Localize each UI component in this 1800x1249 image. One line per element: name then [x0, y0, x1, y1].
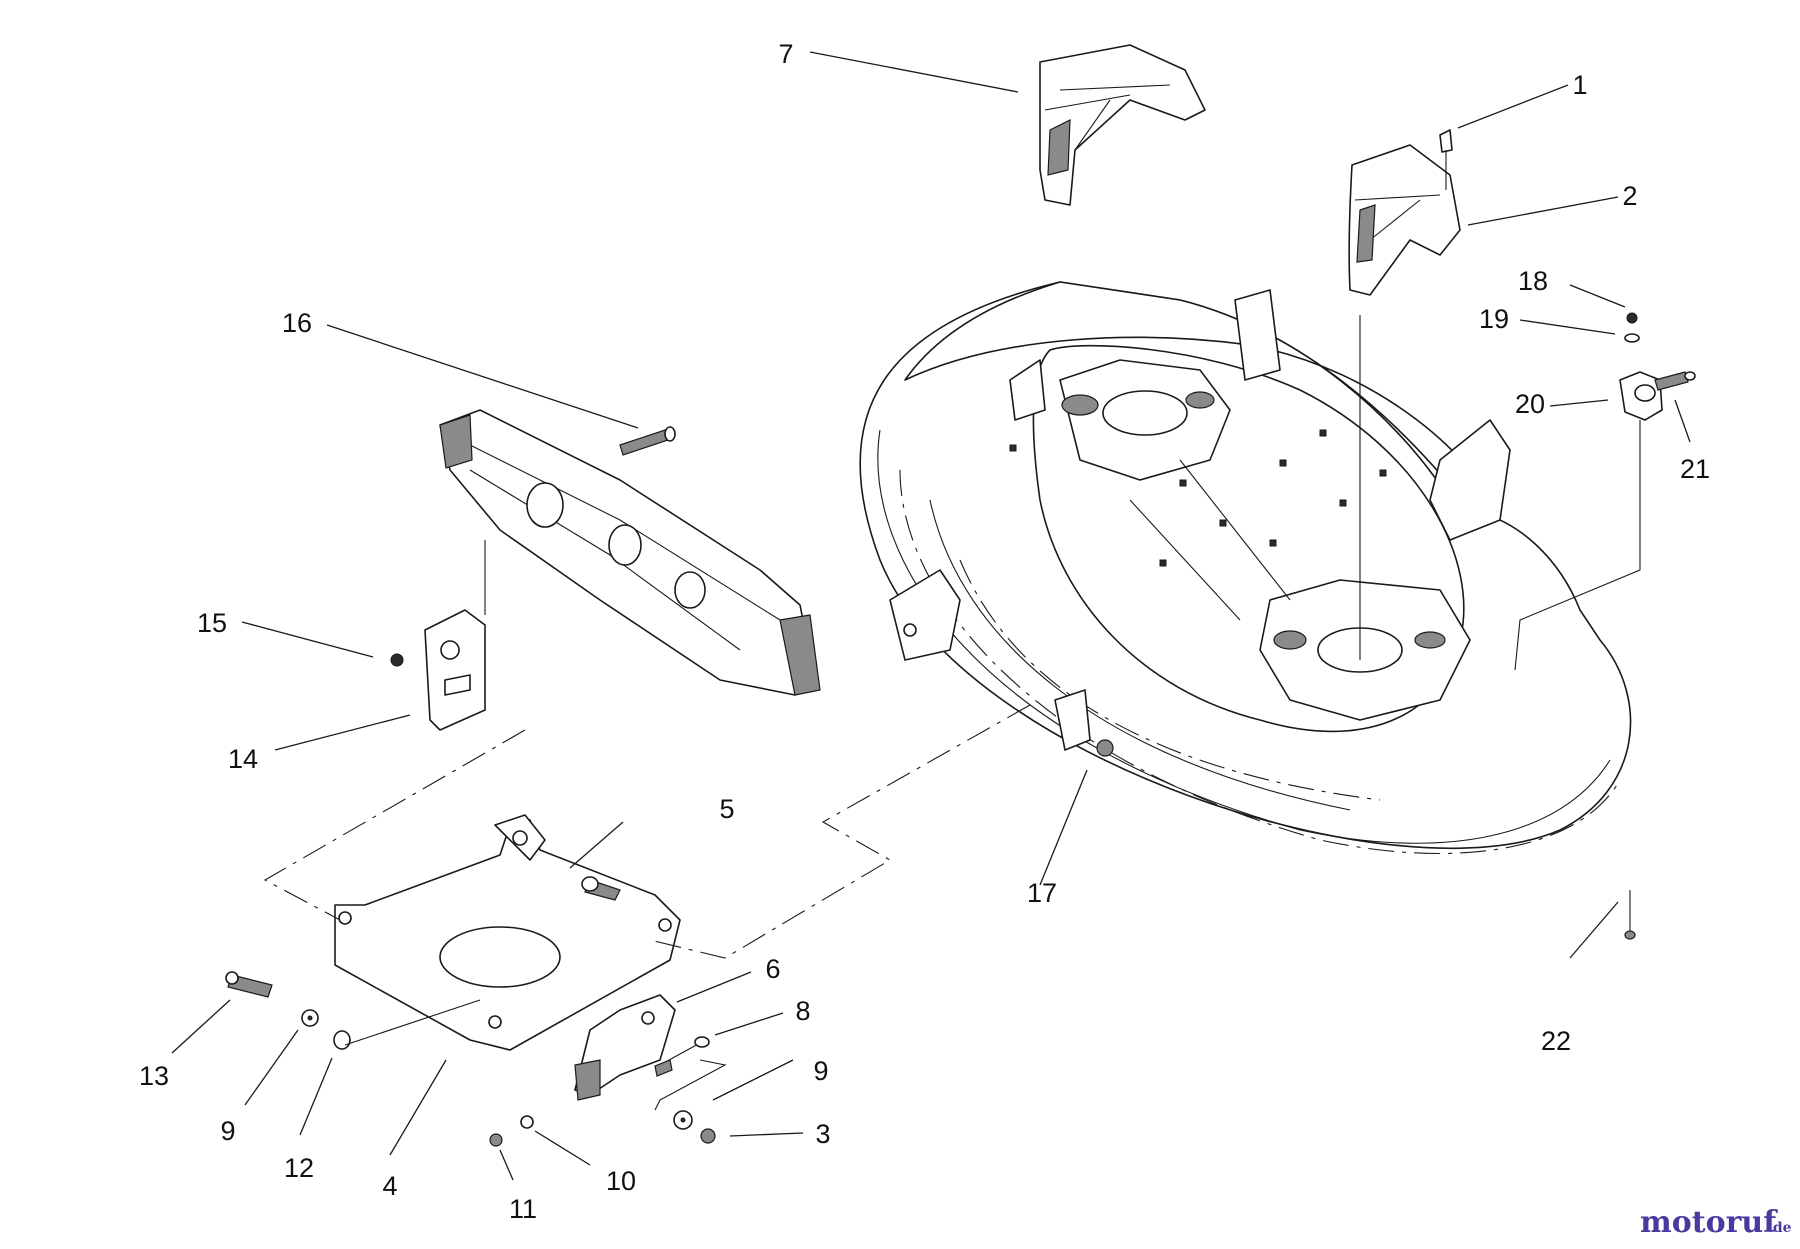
part-21-adjuster [1654, 371, 1696, 391]
callout-2: 2 [1622, 181, 1637, 211]
part-9-washer-right [673, 1110, 693, 1130]
part-16-hitch-bar [439, 409, 821, 696]
watermark: motoruf .de [1640, 1205, 1792, 1240]
callout-7: 7 [778, 39, 793, 69]
callout-15: 15 [197, 608, 227, 638]
watermark-suffix: .de [1768, 1220, 1792, 1236]
watermark-brand: motoruf [1640, 1205, 1778, 1240]
callout-14: 14 [228, 744, 258, 774]
callout-10: 10 [606, 1166, 636, 1196]
part-5-bolt [581, 876, 621, 901]
part-15-nut [390, 653, 404, 667]
part-3-nut [700, 1128, 716, 1144]
callout-1: 1 [1572, 70, 1587, 100]
part-2-deflector [1348, 129, 1461, 296]
callout-5: 5 [719, 794, 734, 824]
callout-21: 21 [1680, 454, 1710, 484]
callout-17: 17 [1027, 878, 1057, 908]
deck-holes [1009, 429, 1387, 567]
callout-numbers: 1 2 3 4 5 6 7 8 9 9 10 11 12 13 14 15 16… [139, 39, 1710, 1224]
callout-9-right: 9 [813, 1056, 828, 1086]
part-14-bracket [424, 609, 486, 731]
part-7-deflector [1039, 44, 1206, 206]
callout-4: 4 [382, 1171, 397, 1201]
part-10-washer [520, 1115, 534, 1129]
part-18-nut [1626, 312, 1638, 324]
part-19-washer [1624, 333, 1640, 343]
assembly-lines [263, 704, 1031, 1111]
part-12-spacer [333, 1030, 351, 1050]
callout-18: 18 [1518, 266, 1548, 296]
leader-lines [171, 51, 1691, 1181]
callout-22: 22 [1541, 1026, 1571, 1056]
callout-9-left: 9 [220, 1116, 235, 1146]
part-11-nut [489, 1133, 503, 1147]
callout-19: 19 [1479, 304, 1509, 334]
mower-deck [859, 281, 1641, 855]
callout-3: 3 [815, 1119, 830, 1149]
callout-11: 11 [509, 1194, 537, 1224]
part-8-link [654, 1036, 710, 1077]
part-13-bolt [225, 971, 273, 998]
callout-20: 20 [1515, 389, 1545, 419]
callout-12: 12 [284, 1153, 314, 1183]
svg-text:motoruf: motoruf [1640, 1205, 1778, 1240]
callout-16: 16 [282, 308, 312, 338]
callout-13: 13 [139, 1061, 169, 1091]
callout-8: 8 [795, 996, 810, 1026]
part-6-bracket [574, 994, 676, 1101]
part-20-bracket [1619, 371, 1663, 421]
part-22-bolt [1624, 890, 1636, 940]
part-9-washer-left [301, 1009, 319, 1027]
callout-6: 6 [765, 954, 780, 984]
